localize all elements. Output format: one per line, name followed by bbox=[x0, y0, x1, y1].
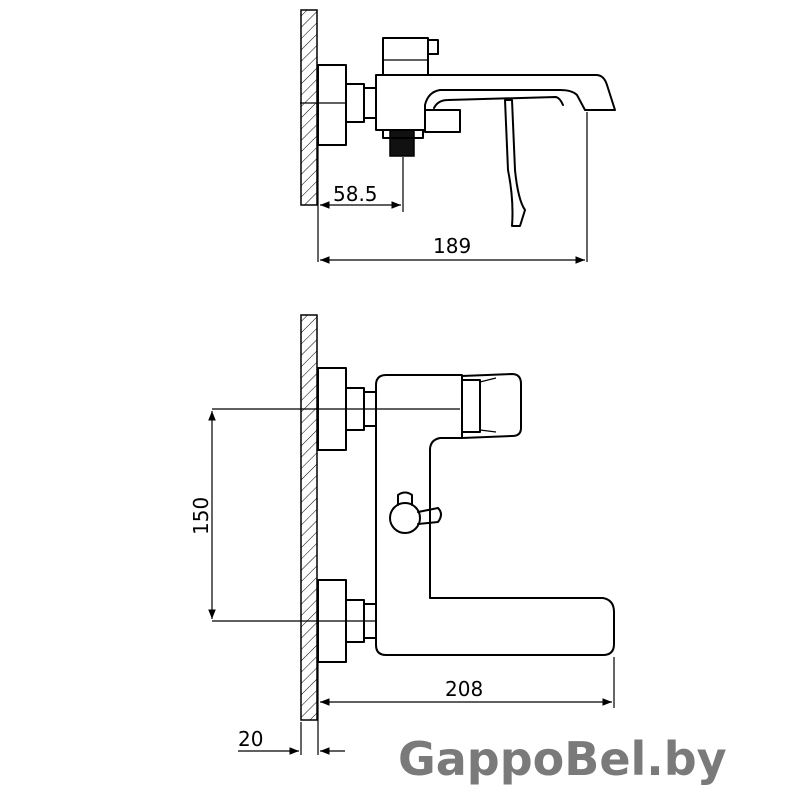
outlet-connector bbox=[389, 129, 415, 157]
flange-top bbox=[317, 64, 347, 146]
body-front bbox=[375, 374, 615, 656]
diverter-top bbox=[382, 37, 429, 76]
side-view: 58.5 189 bbox=[300, 9, 616, 264]
front-view: 150 208 20 bbox=[189, 314, 615, 755]
lever-knob bbox=[389, 502, 421, 534]
dim-label-58-5: 58.5 bbox=[333, 182, 378, 206]
wall-hatch-front bbox=[300, 314, 318, 721]
diverter-head bbox=[461, 373, 522, 439]
body-side bbox=[375, 74, 616, 131]
nut-top bbox=[345, 83, 365, 123]
dim-label-208: 208 bbox=[445, 677, 483, 701]
dim-label-150: 150 bbox=[189, 497, 213, 535]
dim-label-20: 20 bbox=[238, 727, 263, 751]
watermark-text: GappoBel.by bbox=[398, 732, 727, 786]
wall-hatch-top bbox=[300, 9, 318, 206]
dim-label-189: 189 bbox=[433, 234, 471, 258]
lever-handle-side bbox=[504, 99, 526, 227]
eccentric-top bbox=[363, 87, 377, 119]
